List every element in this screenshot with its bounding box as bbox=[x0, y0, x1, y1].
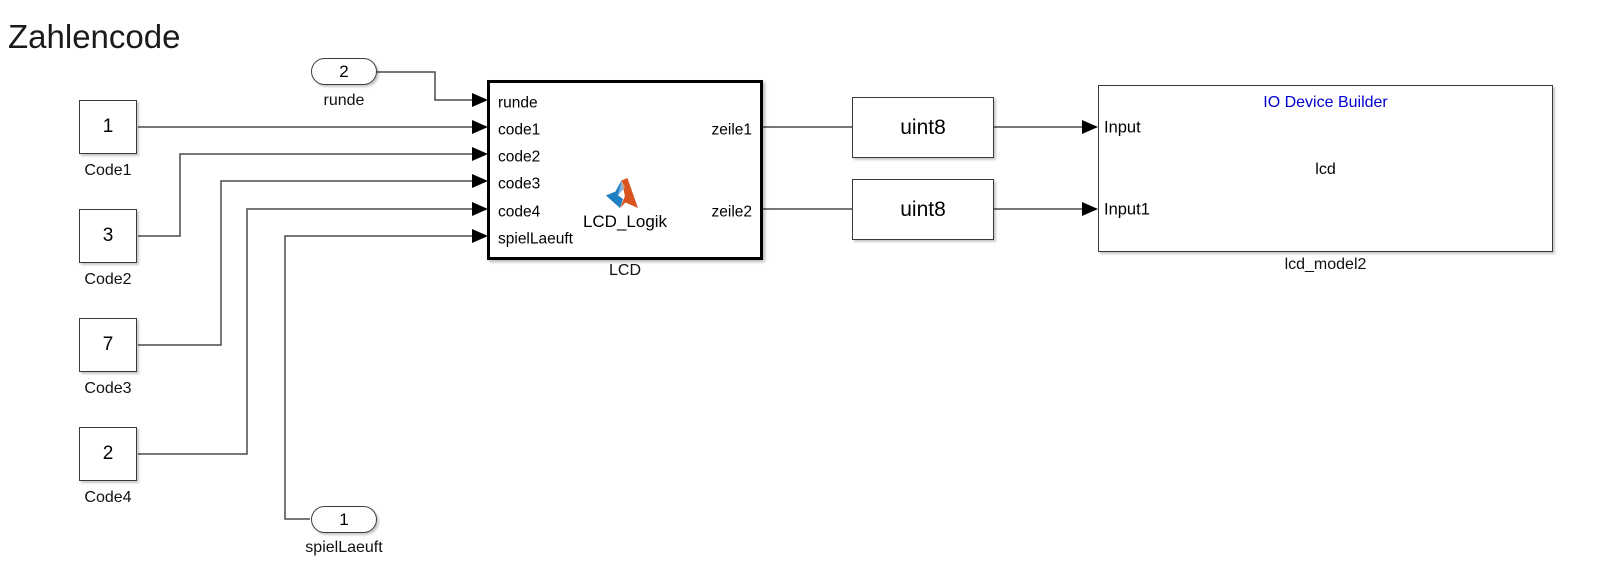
wire-spiellaeuft bbox=[284, 235, 483, 520]
inport-number: 1 bbox=[339, 509, 349, 529]
uint8-block-2[interactable]: uint8 bbox=[852, 179, 994, 240]
io-device-builder-block[interactable]: IO Device Builder Input Input1 lcd bbox=[1098, 85, 1553, 252]
port-label-zeile1: zeile1 bbox=[711, 121, 753, 139]
block-label-code4: Code4 bbox=[84, 489, 132, 506]
constant-block-code3[interactable]: 7 bbox=[79, 318, 137, 372]
constant-value: 2 bbox=[102, 443, 114, 464]
inport-block-spiellaeuft[interactable]: 1 bbox=[311, 506, 377, 533]
port-label-input1: Input1 bbox=[1104, 200, 1150, 219]
matlab-logo-icon bbox=[605, 178, 638, 208]
page-title: Zahlencode bbox=[8, 18, 181, 55]
port-label-code2: code2 bbox=[498, 148, 541, 166]
io-device-builder-center-label: lcd bbox=[1315, 161, 1336, 178]
block-label-spiellaeuft: spielLaeuft bbox=[305, 539, 383, 556]
port-label-code3: code3 bbox=[498, 175, 541, 193]
wire-code4 bbox=[138, 208, 483, 455]
io-device-builder-header: IO Device Builder bbox=[1263, 94, 1388, 111]
wire-code2 bbox=[138, 153, 483, 237]
arrow-runde bbox=[472, 93, 488, 107]
inport-number: 2 bbox=[339, 61, 349, 81]
arrow-code4 bbox=[472, 202, 488, 216]
constant-value: 1 bbox=[102, 116, 114, 137]
port-label-runde: runde bbox=[498, 94, 538, 112]
block-label-lcd-model2: lcd_model2 bbox=[1284, 256, 1367, 273]
block-label-lcd: LCD bbox=[608, 262, 641, 279]
port-label-code1: code1 bbox=[498, 121, 541, 139]
arrow-code2 bbox=[472, 147, 488, 161]
constant-block-code2[interactable]: 3 bbox=[79, 209, 137, 263]
port-label-zeile2: zeile2 bbox=[711, 203, 753, 221]
uint8-label: uint8 bbox=[900, 115, 946, 139]
arrow-spiellaeuft bbox=[472, 229, 488, 243]
arrow-input bbox=[1082, 120, 1098, 134]
block-label-code3: Code3 bbox=[84, 380, 132, 397]
port-label-input: Input bbox=[1104, 118, 1141, 137]
inport-block-runde[interactable]: 2 bbox=[311, 58, 377, 85]
arrow-code3 bbox=[472, 174, 488, 188]
arrow-input1 bbox=[1082, 202, 1098, 216]
arrow-code1 bbox=[472, 120, 488, 134]
block-label-runde: runde bbox=[323, 92, 365, 109]
wire-code3 bbox=[138, 180, 483, 346]
subsystem-icon-label: LCD_Logik bbox=[582, 212, 668, 231]
uint8-label: uint8 bbox=[900, 197, 946, 221]
uint8-block-1[interactable]: uint8 bbox=[852, 97, 994, 158]
constant-block-code4[interactable]: 2 bbox=[79, 427, 137, 481]
port-label-spiellaeuft: spielLaeuft bbox=[498, 230, 573, 248]
block-label-code2: Code2 bbox=[84, 271, 132, 288]
constant-block-code1[interactable]: 1 bbox=[79, 100, 137, 154]
port-label-code4: code4 bbox=[498, 203, 541, 221]
subsystem-block-lcd[interactable]: runde code1 code2 code3 code4 spielLaeuf… bbox=[487, 80, 763, 260]
subsystem-icon-area: LCD_Logik bbox=[583, 177, 667, 232]
constant-value: 3 bbox=[102, 225, 114, 246]
block-label-code1: Code1 bbox=[84, 162, 132, 179]
constant-value: 7 bbox=[102, 334, 114, 355]
